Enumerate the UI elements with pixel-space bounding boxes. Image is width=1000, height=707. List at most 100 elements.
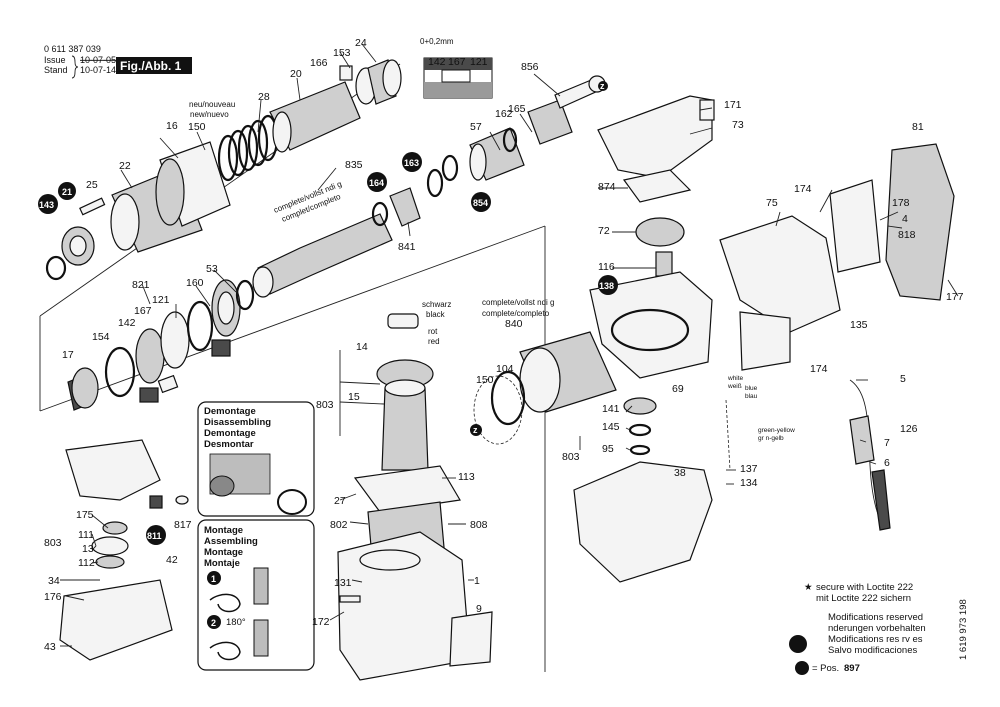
label-803a: 803: [316, 399, 334, 411]
note-mod4: Salvo modificaciones: [828, 645, 917, 656]
ring-841: [389, 187, 421, 227]
part-numbers: 24 153 166 20 28 16 150 22 25 143 21 142…: [39, 37, 964, 653]
label-802: 802: [330, 519, 348, 531]
ring-143: [45, 255, 67, 281]
label-53: 53: [206, 263, 218, 275]
label-4: 4: [902, 213, 908, 225]
montage-step2: 2: [211, 618, 216, 628]
callout-complete2b: complete/completo: [482, 309, 550, 318]
callout-new: new/nuevo: [190, 110, 229, 119]
ring-142: [135, 328, 165, 384]
screw-172: [339, 595, 361, 603]
label-142: 142: [428, 56, 446, 68]
note-mod3: Modifications res rv es: [828, 634, 923, 645]
label-874: 874: [598, 181, 616, 193]
bearing-13: [91, 536, 129, 556]
loctite-star: ★: [804, 582, 813, 593]
label-143: 143: [39, 200, 54, 210]
gear-housing: [589, 95, 715, 379]
label-9: 9: [476, 603, 482, 615]
label-171: 171: [724, 99, 742, 111]
bearing-116: [655, 251, 673, 277]
doc-code: 0 611 387 039: [44, 44, 101, 54]
spindle-ring-assembly: [67, 279, 255, 411]
ring-154: [104, 346, 136, 398]
housing-43: [59, 579, 173, 661]
label-20: 20: [290, 68, 302, 80]
notes-panel: ★ secure with Loctite 222 mit Loctite 22…: [795, 582, 969, 675]
tool-holder-assembly: [45, 59, 402, 281]
cord-6: [871, 469, 891, 531]
label-175: 175: [76, 509, 94, 521]
callout-complete2: complete/vollst ndi g: [482, 298, 554, 307]
label-25: 25: [86, 179, 98, 191]
issue-date: 10-07-05: [80, 55, 116, 65]
note-pos-eq: = Pos.: [812, 663, 839, 674]
label-28: 28: [258, 91, 270, 103]
gear-72: [635, 217, 685, 247]
ring-53: [235, 279, 255, 311]
label-42: 42: [166, 554, 178, 566]
gear-874: [622, 169, 692, 203]
callout-white: white: [727, 375, 744, 382]
callout-red: red: [428, 337, 440, 346]
label-808: 808: [470, 519, 488, 531]
label-81: 81: [912, 121, 924, 133]
demontage-box: Demontage Disassembling Demontage Desmon…: [197, 401, 315, 517]
note-loctite2: mit Loctite 222 sichern: [816, 593, 911, 604]
label-17: 17: [62, 349, 74, 361]
bearing-112: [95, 555, 125, 569]
demontage-line2: Disassembling: [204, 417, 271, 428]
callout-blau: blau: [745, 393, 758, 400]
label-111: 111: [78, 529, 94, 541]
header: 0 611 387 039 Issue Stand 10-07-05 10-07…: [44, 44, 192, 79]
demontage-line1: Demontage: [204, 406, 256, 417]
label-27: 27: [334, 495, 346, 507]
label-164: 164: [369, 178, 384, 188]
label-134: 134: [740, 477, 758, 489]
demontage-line3: Demontage: [204, 428, 256, 439]
label-113: 113: [458, 471, 475, 483]
label-1: 1: [474, 575, 480, 587]
demontage-line4: Desmontar: [204, 439, 254, 450]
ring-167: [160, 311, 190, 369]
label-167b: 167: [134, 305, 152, 317]
callout-blue: blue: [745, 385, 758, 392]
callout-green-yellow: green-yellow: [758, 427, 795, 434]
leader-lines: [60, 43, 959, 647]
figure-label: Fig./Abb. 1: [120, 59, 182, 73]
label-166: 166: [310, 57, 328, 69]
label-856: 856: [521, 61, 539, 73]
note-pos-num: 897: [844, 663, 860, 674]
label-150b: 150: [476, 374, 494, 386]
label-176: 176: [44, 591, 62, 603]
label-854: 854: [473, 198, 488, 208]
note-mod2: nderungen vorbehalten: [828, 623, 926, 634]
label-21: 21: [62, 187, 72, 197]
montage-step1: 1: [211, 574, 216, 584]
switch-4: [829, 179, 881, 273]
part-162: [527, 99, 573, 145]
label-73: 73: [732, 119, 744, 131]
label-167: 167: [448, 56, 466, 68]
montage-line4: Montaje: [204, 558, 240, 569]
label-821: 821: [132, 279, 150, 291]
label-142b: 142: [118, 317, 136, 329]
bearing-black: [387, 313, 419, 329]
label-131: 131: [334, 577, 352, 589]
label-178: 178: [892, 197, 910, 209]
label-803b: 803: [562, 451, 580, 463]
armature-803: [381, 387, 429, 471]
label-138: 138: [599, 281, 614, 291]
montage-box: Montage Assembling Montage Montaje 1 2 1…: [197, 519, 315, 671]
callout-gr-n-gelb: gr n-gelb: [758, 435, 784, 442]
label-75: 75: [766, 197, 778, 209]
montage-angle: 180°: [226, 617, 246, 628]
side-code: 1 619 973 198: [958, 599, 969, 660]
label-162: 162: [495, 108, 513, 120]
label-121: 121: [470, 56, 488, 68]
callout-black: black: [426, 310, 446, 319]
issue-label: Issue: [44, 55, 66, 65]
label-57: 57: [470, 121, 482, 133]
bearing-141: [623, 397, 657, 415]
